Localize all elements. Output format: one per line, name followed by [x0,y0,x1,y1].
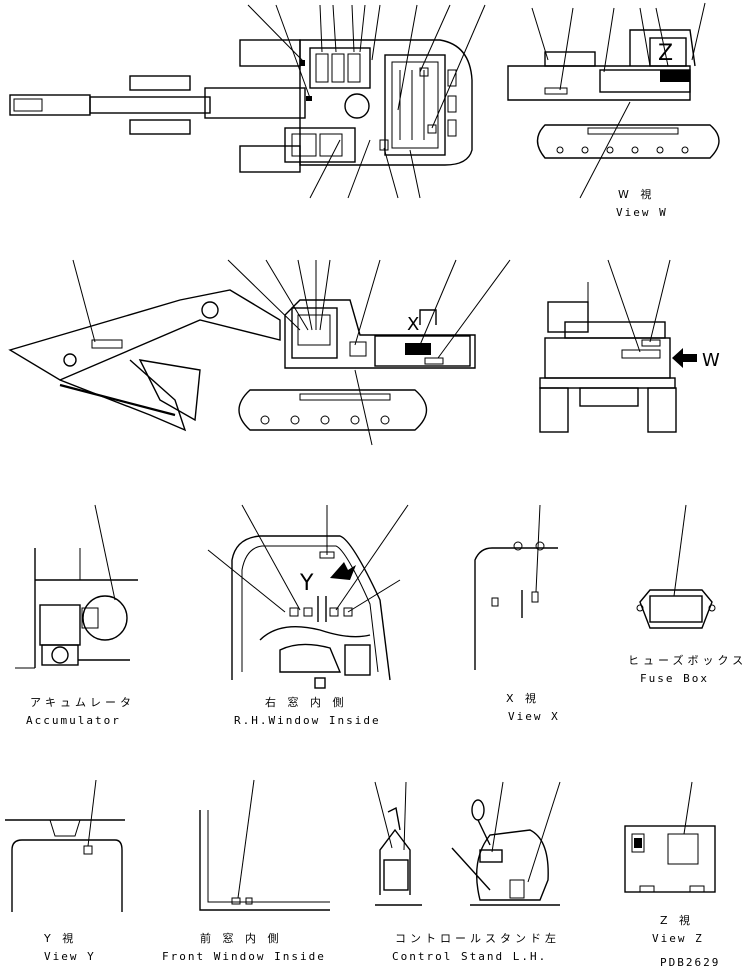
accumulator-label-jp: アキュムレータ [30,696,135,709]
view-y-marker: Y [299,571,314,596]
drawing-number: PDB2629 [660,956,720,969]
top-view-machine [9,4,486,199]
rh-window-label-jp: 右 窓 内 側 [265,695,348,709]
rh-window-drawing: Y [207,504,409,689]
accumulator-label-en: Accumulator [26,714,121,727]
fuse-box-label-en: Fuse Box [640,672,709,685]
view-w-label-en: View W [616,206,668,219]
view-x-label-en: View X [508,710,560,723]
view-w-drawing: Z [507,2,720,199]
front-window-label-en: Front Window Inside [162,950,326,963]
rear-view-machine: W [539,259,720,433]
view-x-marker: X [407,314,419,335]
side-view-machine: X [8,259,511,446]
fuse-box-label-jp: ヒューズボックス [628,653,742,667]
view-x-label-jp: X 視 [506,691,540,705]
front-window-drawing [199,779,330,911]
view-z-label-en: View Z [652,932,704,945]
rh-window-label-en: R.H.Window Inside [234,714,381,727]
control-stand-label-en: Control Stand L.H. [392,950,547,963]
view-y-label-jp: Y 視 [43,931,77,945]
view-w-marker: W [702,350,720,371]
view-y-label-en: View Y [44,950,96,963]
view-y-drawing [5,779,125,912]
view-z-drawing [624,781,716,893]
view-z-label-jp: Z 視 [660,913,694,927]
view-x-drawing [474,504,558,670]
front-window-label-jp: 前 窓 内 側 [200,931,283,945]
fuse-box-drawing [636,504,716,629]
view-z-marker: Z [658,41,673,66]
view-w-label-jp: W 視 [618,187,655,201]
control-stand-drawing [374,781,561,906]
control-stand-label-jp: コントロールスタンド左 [395,932,560,945]
accumulator-drawing [15,504,138,669]
